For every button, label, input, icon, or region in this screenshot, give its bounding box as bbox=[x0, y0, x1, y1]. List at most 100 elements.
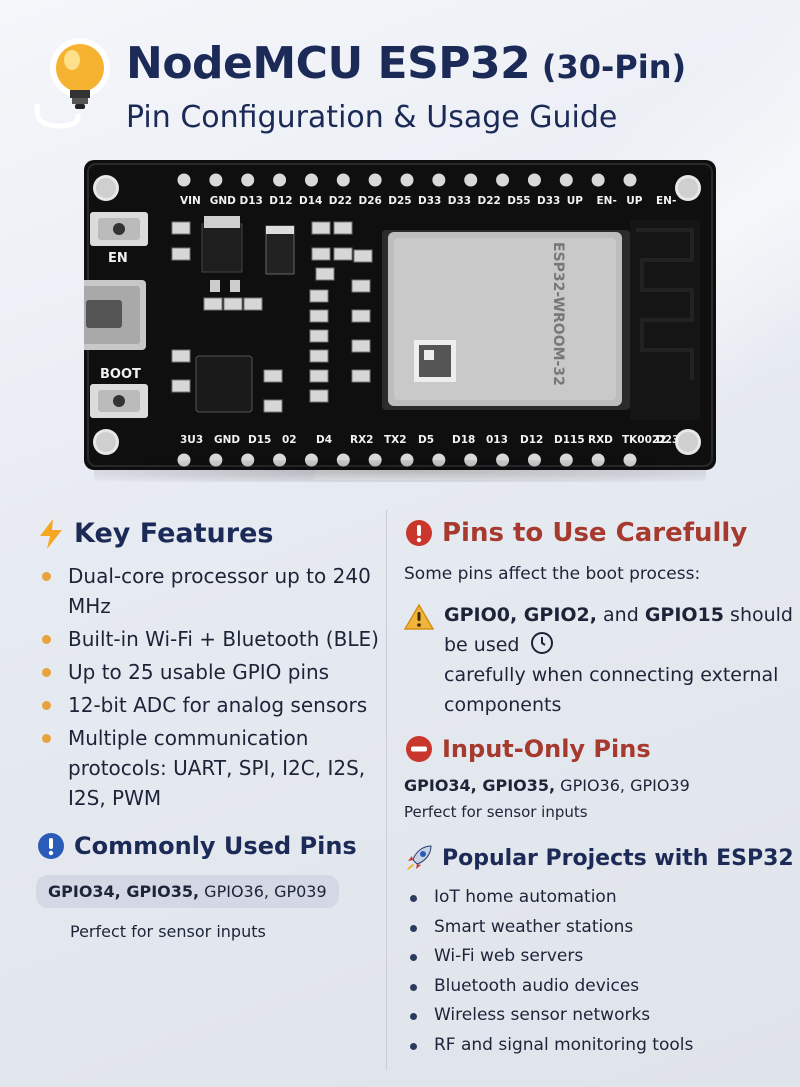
feature-item: Up to 25 usable GPIO pins bbox=[36, 657, 386, 687]
header-pin-pad bbox=[241, 173, 255, 187]
pin-label: VIN bbox=[180, 195, 201, 207]
pin-label: D14 bbox=[299, 195, 322, 207]
header-pin-pad bbox=[464, 453, 478, 467]
warn-pins-1: GPIO0, GPIO2, bbox=[444, 604, 597, 626]
pin-label: TK0022 bbox=[622, 434, 667, 446]
common-pins-heading: Commonly Used Pins bbox=[36, 831, 386, 861]
pin-label: RXD bbox=[588, 434, 613, 446]
boot-button-label: BOOT bbox=[100, 367, 141, 382]
right-column: Pins to Use Carefully Some pins affect t… bbox=[404, 518, 794, 1060]
smd-component bbox=[353, 249, 373, 263]
header-pin-pad bbox=[464, 173, 478, 187]
header-pin-pad bbox=[209, 173, 223, 187]
header-pin-pad bbox=[400, 453, 414, 467]
pin-label: D55 bbox=[507, 195, 530, 207]
common-pins-bold: GPIO34, GPIO35, bbox=[48, 882, 200, 901]
alert-icon bbox=[404, 518, 434, 548]
smd-component bbox=[203, 297, 223, 311]
smd-component bbox=[263, 399, 283, 413]
lightning-icon bbox=[36, 518, 66, 549]
header-pin-pad bbox=[336, 173, 350, 187]
pin-label: RX2 bbox=[350, 434, 374, 446]
smd-component bbox=[333, 221, 353, 235]
pin-label: D13 bbox=[240, 195, 263, 207]
common-pins-note: Perfect for sensor inputs bbox=[70, 922, 266, 941]
careful-pins-title: Pins to Use Carefully bbox=[442, 518, 748, 548]
module-label: ESP32-WROOM-32 bbox=[550, 242, 566, 386]
input-only-title: Input-Only Pins bbox=[442, 735, 651, 763]
smd-component bbox=[171, 221, 191, 235]
smd-component bbox=[223, 297, 243, 311]
smd-component bbox=[315, 267, 335, 281]
pin-label: D26 bbox=[359, 195, 382, 207]
key-features-title: Key Features bbox=[74, 518, 274, 549]
lightbulb-icon bbox=[34, 38, 110, 129]
en-button-label: EN bbox=[108, 251, 128, 266]
projects-title: Popular Projects with ESP32 bbox=[442, 845, 794, 871]
project-item: Bluetooth audio devices bbox=[404, 972, 794, 1002]
header-pin-pad bbox=[304, 173, 318, 187]
smd-component bbox=[333, 247, 353, 261]
smd-component bbox=[263, 369, 283, 383]
title-main: NodeMCU ESP32 bbox=[126, 38, 531, 89]
project-item: Wireless sensor networks bbox=[404, 1001, 794, 1031]
info-icon bbox=[36, 831, 66, 861]
careful-warning: GPIO0, GPIO2, and GPIO15 should be used … bbox=[404, 600, 794, 720]
header-pin-pad bbox=[368, 453, 382, 467]
project-item: Wi-Fi web servers bbox=[404, 942, 794, 972]
feature-item: 12-bit ADC for analog sensors bbox=[36, 690, 386, 720]
common-pins-rest: GPIO36, GP039 bbox=[199, 882, 327, 901]
pin-label: TX2 bbox=[384, 434, 407, 446]
pin-label: D23 bbox=[656, 434, 679, 446]
smd-component bbox=[311, 221, 331, 235]
left-column: Key Features Dual-core processor up to 2… bbox=[36, 518, 386, 941]
smd-component bbox=[351, 309, 371, 323]
pin-label: 3U3 bbox=[180, 434, 203, 446]
pin-label: 013 bbox=[486, 434, 508, 446]
warn-mid: and bbox=[596, 604, 645, 626]
header-pin-pad bbox=[623, 173, 637, 187]
smd-component bbox=[309, 309, 329, 323]
pin-label: D15 bbox=[248, 434, 271, 446]
project-item: Smart weather stations bbox=[404, 913, 794, 943]
pin-label: UP bbox=[567, 195, 584, 207]
warn-rest-2: carefully when connecting external compo… bbox=[444, 664, 779, 716]
smd-component bbox=[309, 289, 329, 303]
warn-rest: should be used bbox=[444, 604, 793, 656]
careful-pins-heading: Pins to Use Carefully bbox=[404, 518, 794, 548]
feature-item: Dual-core processor up to 240 MHz bbox=[36, 561, 386, 621]
header-pin-pad bbox=[527, 173, 541, 187]
header-pin-pad bbox=[559, 173, 573, 187]
pin-label: D33 bbox=[537, 195, 560, 207]
header-pin-pad bbox=[273, 453, 287, 467]
header-pin-pad bbox=[591, 173, 605, 187]
smd-component bbox=[309, 389, 329, 403]
smd-component bbox=[309, 369, 329, 383]
pin-label: 02 bbox=[282, 434, 297, 446]
pin-label: D12 bbox=[269, 195, 292, 207]
input-only-note: Perfect for sensor inputs bbox=[404, 803, 588, 821]
smd-component bbox=[171, 349, 191, 363]
input-only-bold: GPIO34, GPIO35, bbox=[404, 776, 556, 795]
warning-triangle-icon bbox=[404, 604, 434, 630]
smd-component bbox=[171, 379, 191, 393]
smd-component bbox=[309, 349, 329, 363]
rocket-icon bbox=[404, 843, 434, 873]
warn-pins-2: GPIO15 bbox=[644, 604, 724, 626]
clock-icon bbox=[530, 632, 553, 654]
common-pins-title: Commonly Used Pins bbox=[74, 832, 357, 860]
project-item: IoT home automation bbox=[404, 883, 794, 913]
no-entry-icon bbox=[404, 734, 434, 764]
header-pin-pad bbox=[496, 453, 510, 467]
page-subtitle: Pin Configuration & Usage Guide bbox=[126, 100, 618, 135]
smd-component bbox=[309, 329, 329, 343]
header-pin-pad bbox=[177, 453, 191, 467]
input-only-heading: Input-Only Pins bbox=[404, 734, 794, 764]
pin-label: D18 bbox=[452, 434, 475, 446]
feature-item: Multiple communication protocols: UART, … bbox=[36, 723, 386, 813]
smd-component bbox=[311, 247, 331, 261]
header-pin-pad bbox=[336, 453, 350, 467]
